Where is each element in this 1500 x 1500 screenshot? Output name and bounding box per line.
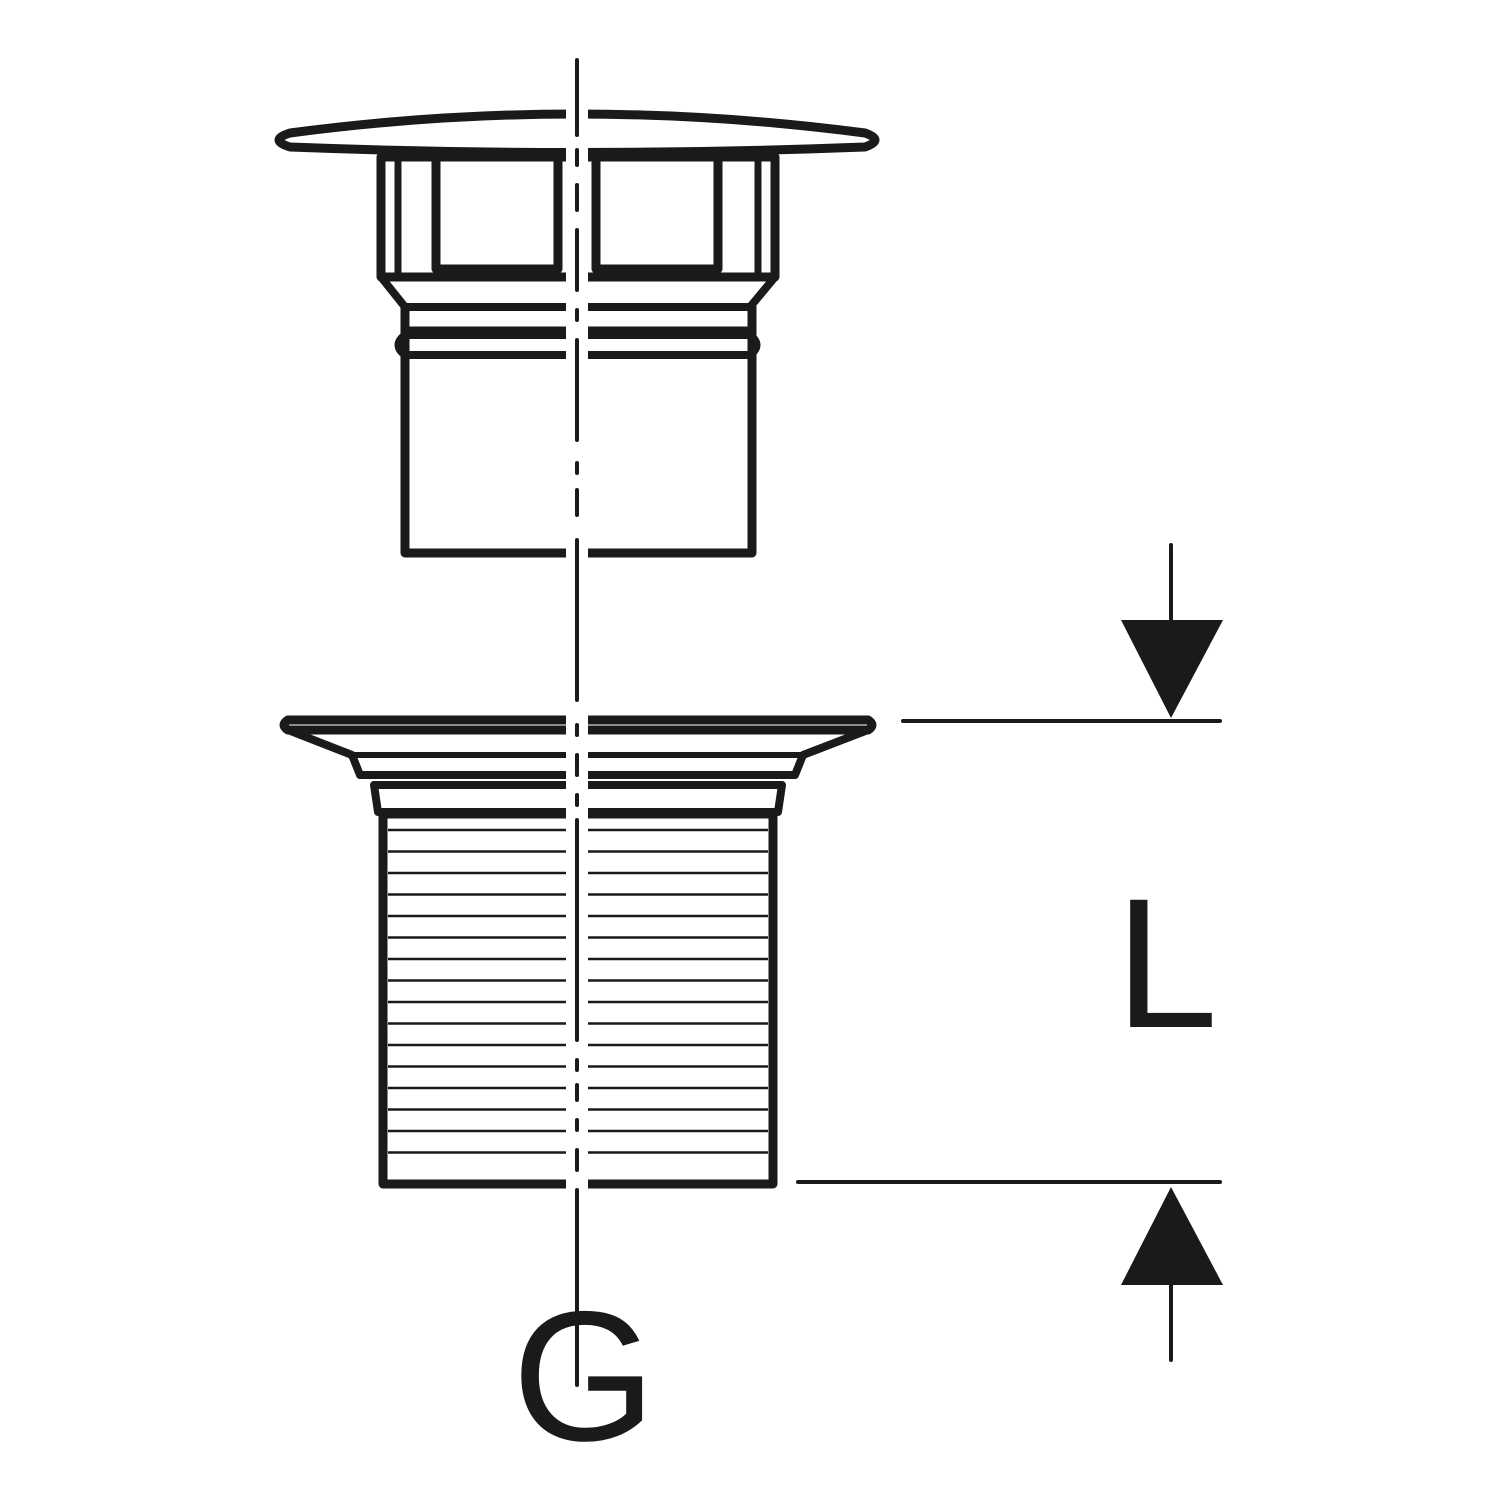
body-neck xyxy=(370,781,786,816)
dimension-length: L xyxy=(796,543,1223,1362)
cage-window-left xyxy=(431,152,563,274)
arrow-down-icon xyxy=(1121,620,1223,718)
cap-head xyxy=(274,109,880,157)
arrow-up-icon xyxy=(1121,1187,1223,1285)
cage-window-right xyxy=(591,152,723,274)
centre-axis-line xyxy=(566,58,588,1390)
thread-size-label: G xyxy=(512,1274,656,1480)
dimension-label-length: L xyxy=(1115,861,1218,1067)
